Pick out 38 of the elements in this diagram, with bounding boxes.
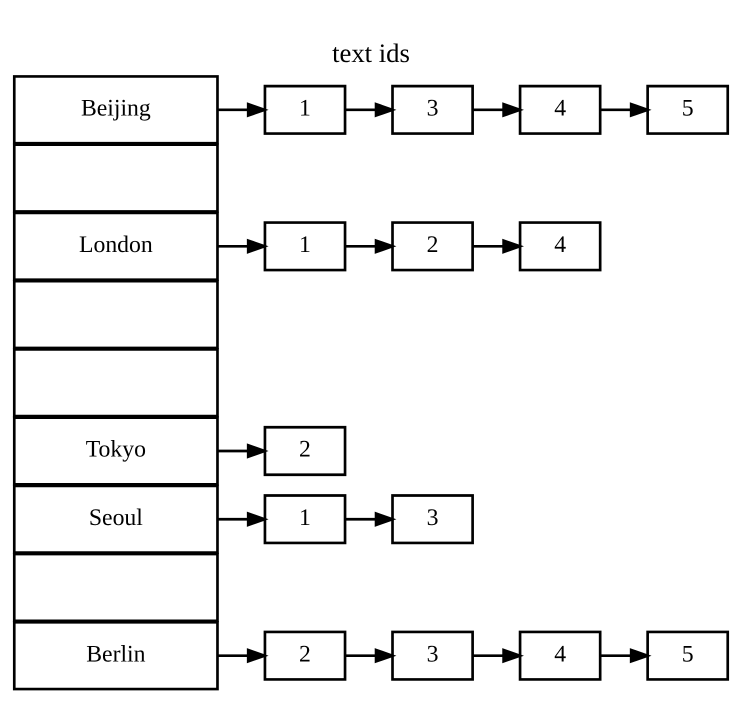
arrow xyxy=(218,102,269,118)
arrow xyxy=(600,102,652,118)
arrow xyxy=(218,443,269,459)
node-box xyxy=(12,348,219,418)
node-box: 5 xyxy=(646,630,730,681)
node-box: Tokyo xyxy=(12,416,219,486)
node-box: 1 xyxy=(264,221,346,272)
node-box: Berlin xyxy=(12,620,219,690)
arrow xyxy=(345,648,396,664)
node-box: 3 xyxy=(391,630,474,681)
node-box: 2 xyxy=(264,426,346,476)
node-box xyxy=(12,552,219,622)
node-box xyxy=(12,280,219,350)
arrow xyxy=(345,238,396,254)
arrow xyxy=(345,512,396,527)
node-box: 4 xyxy=(518,221,602,272)
node-box: Seoul xyxy=(12,484,219,554)
arrow xyxy=(472,648,524,664)
arrow xyxy=(600,648,652,664)
node-box xyxy=(12,143,219,213)
node-box: 1 xyxy=(264,494,346,544)
node-box: 2 xyxy=(264,630,346,681)
arrow xyxy=(218,512,269,527)
diagram-title: text ids xyxy=(332,38,410,68)
arrow xyxy=(218,238,269,254)
node-box: 3 xyxy=(391,84,474,135)
arrow xyxy=(472,238,524,254)
node-box: London xyxy=(12,212,219,281)
arrow xyxy=(345,102,396,118)
node-box: 3 xyxy=(391,494,474,544)
node-box: Beijing xyxy=(12,75,219,145)
node-box: 1 xyxy=(264,84,346,135)
arrow xyxy=(218,648,269,664)
node-box: 2 xyxy=(391,221,474,272)
node-box: 4 xyxy=(518,84,602,135)
node-box: 5 xyxy=(646,84,730,135)
node-box: 4 xyxy=(518,630,602,681)
arrow xyxy=(472,102,524,118)
